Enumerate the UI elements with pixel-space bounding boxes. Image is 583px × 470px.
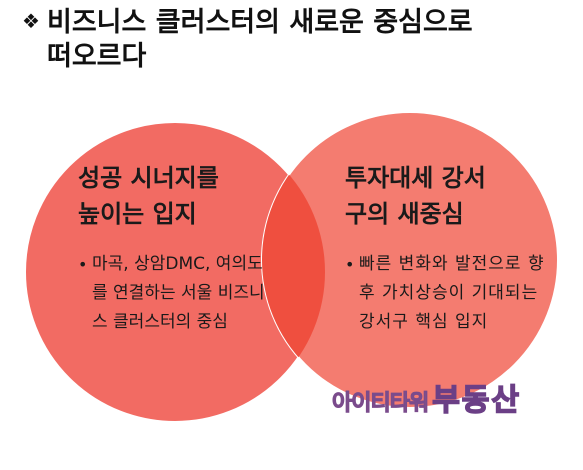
right-bullet-item: • 빠른 변화와 발전으로 향후 가치상승이 기대되는 강서구 핵심 입지: [345, 250, 550, 337]
diamond-bullet-icon: ❖: [22, 9, 40, 33]
left-bullet-item: • 마곡, 상암DMC, 여의도를 연결하는 서울 비즈니스 클러스터의 중심: [78, 250, 278, 337]
right-circle-text: 투자대세 강서 구의 새중심 • 빠른 변화와 발전으로 향후 가치상승이 기대…: [345, 160, 550, 337]
left-heading-line-2: 높이는 입지: [78, 200, 197, 228]
left-heading-line-1: 성공 시너지를: [78, 164, 219, 192]
right-bullet-text: 빠른 변화와 발전으로 향후 가치상승이 기대되는 강서구 핵심 입지: [359, 254, 545, 332]
right-heading-line-1: 투자대세 강서: [345, 164, 486, 192]
title-line-1: ❖ 비즈니스 클러스터의 새로운 중심으로: [22, 4, 542, 40]
right-heading: 투자대세 강서 구의 새중심: [345, 160, 550, 232]
watermark-big-text: 부동산: [431, 382, 522, 419]
page-title: ❖ 비즈니스 클러스터의 새로운 중심으로 떠오르다: [22, 4, 542, 74]
left-circle-text: 성공 시너지를 높이는 입지 • 마곡, 상암DMC, 여의도를 연결하는 서울…: [78, 160, 278, 337]
bullet-dot-icon: •: [345, 255, 356, 274]
left-heading: 성공 시너지를 높이는 입지: [78, 160, 278, 232]
watermark-small-text: 아이티타워: [331, 391, 429, 417]
bullet-dot-icon: •: [78, 255, 88, 274]
right-heading-line-2: 구의 새중심: [345, 200, 464, 228]
left-bullet-text: 마곡, 상암DMC, 여의도를 연결하는 서울 비즈니스 클러스터의 중심: [92, 254, 265, 332]
title-line-2: 떠오르다: [47, 41, 147, 72]
title-text-1: 비즈니스 클러스터의 새로운 중심으로: [47, 7, 473, 38]
